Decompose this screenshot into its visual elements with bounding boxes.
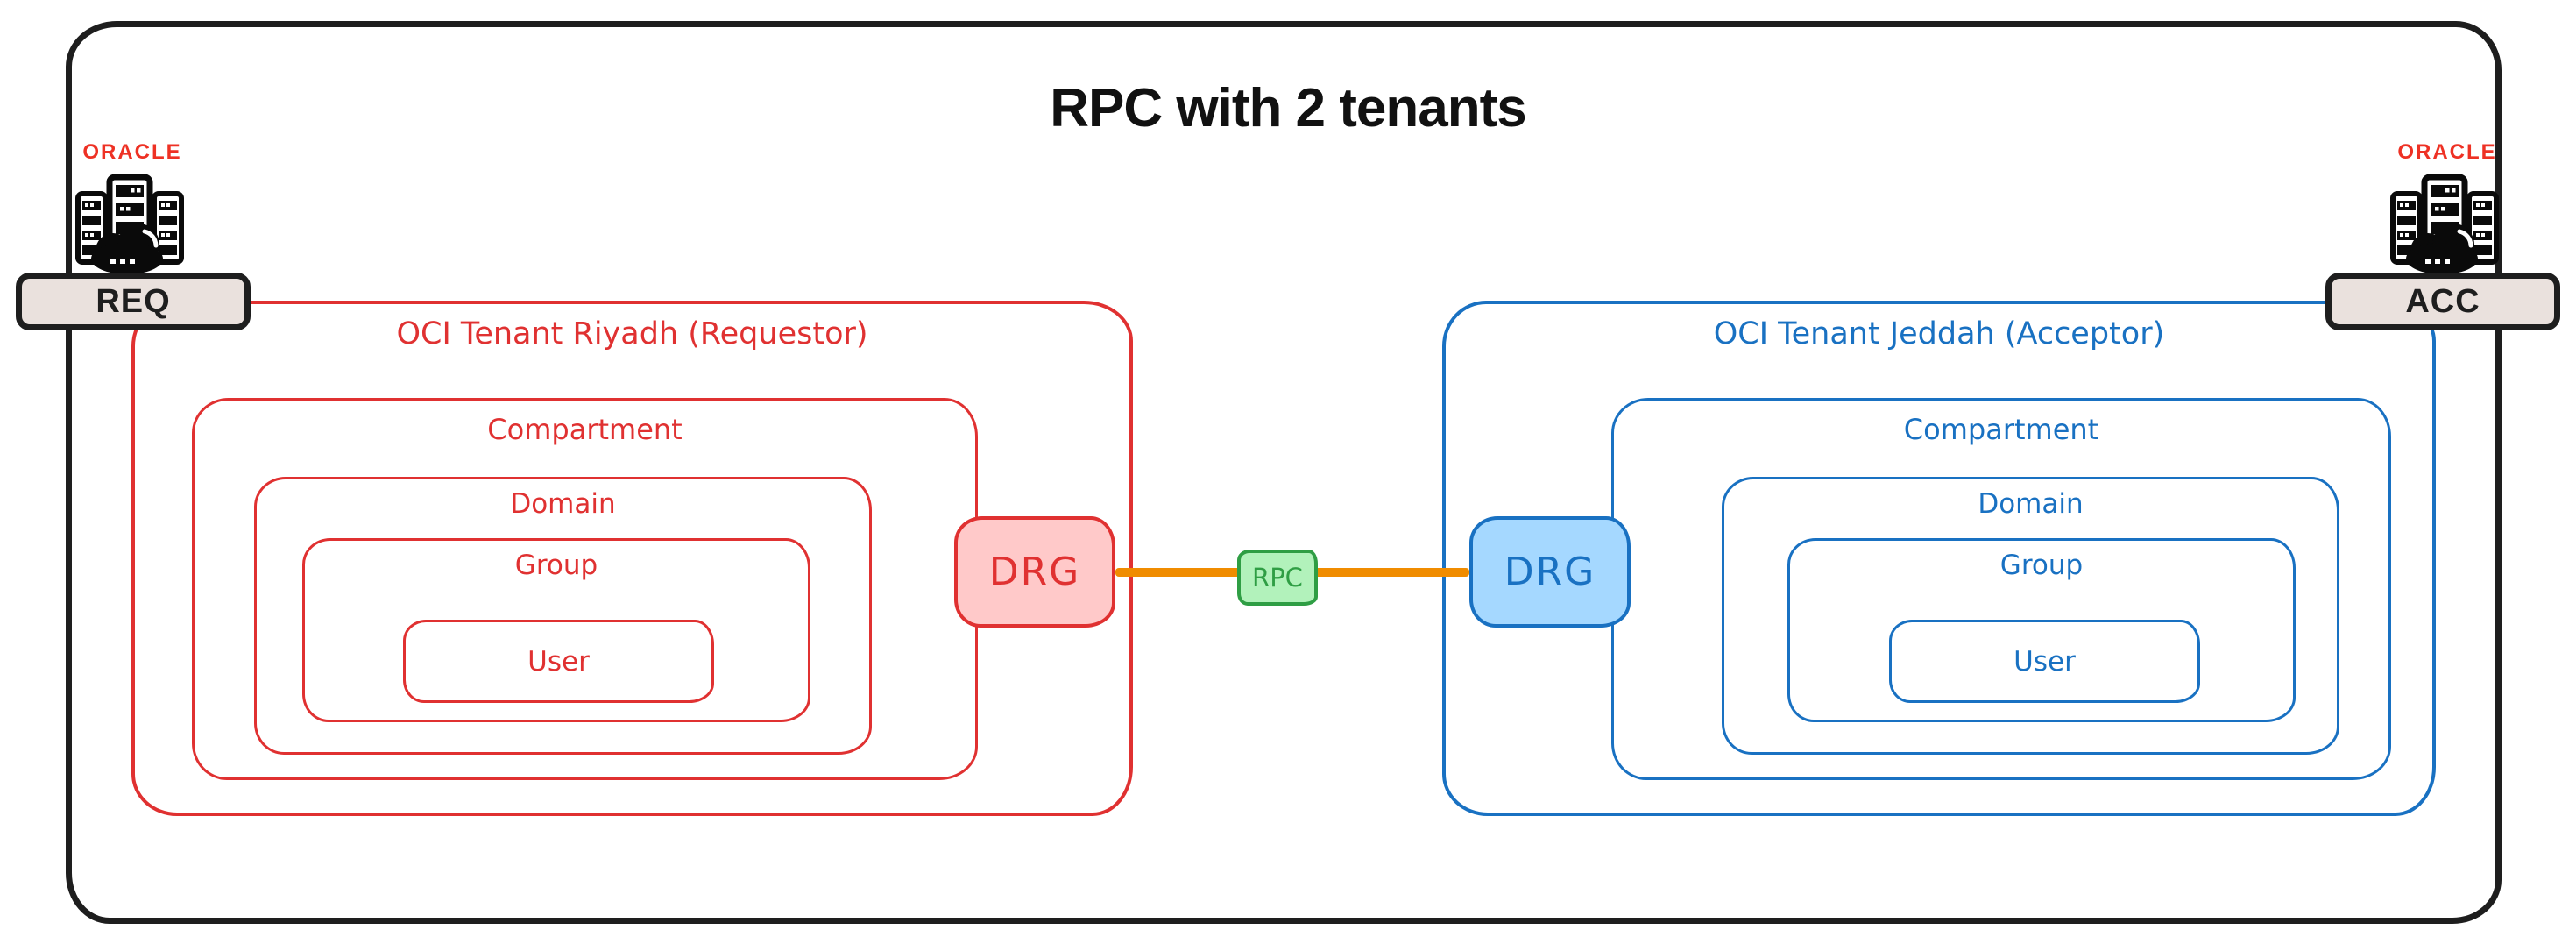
- group-label-jeddah: Group: [1999, 550, 2084, 581]
- user-box-jeddah: User: [1889, 620, 2200, 703]
- oracle-wordmark-left: ORACLE: [82, 140, 182, 164]
- compartment-label-riyadh: Compartment: [487, 413, 683, 446]
- domain-label-riyadh: Domain: [510, 488, 616, 520]
- tenant-label-riyadh: OCI Tenant Riyadh (Requestor): [396, 316, 868, 351]
- drg-node-requestor: DRG: [954, 516, 1115, 628]
- page-title: RPC with 2 tenants: [1050, 78, 1527, 138]
- domain-box-jeddah: Domain Group User: [1722, 477, 2339, 755]
- compartment-box-riyadh: Compartment Domain Group User: [192, 398, 978, 780]
- group-box-jeddah: Group User: [1787, 538, 2296, 722]
- domain-label-jeddah: Domain: [1978, 488, 2084, 520]
- domain-box-riyadh: Domain Group User: [254, 477, 872, 755]
- req-badge: REQ: [16, 273, 251, 330]
- tenant-label-jeddah: OCI Tenant Jeddah (Acceptor): [1713, 316, 2165, 351]
- group-box-riyadh: Group User: [302, 538, 810, 722]
- compartment-label-jeddah: Compartment: [1903, 413, 2099, 446]
- drg-node-acceptor: DRG: [1469, 516, 1631, 628]
- compartment-box-jeddah: Compartment Domain Group User: [1611, 398, 2391, 780]
- oracle-wordmark-right: ORACLE: [2397, 140, 2497, 164]
- oracle-cloud-datacenter-icon-right: [2390, 174, 2499, 274]
- group-label-riyadh: Group: [514, 550, 598, 581]
- outer-frame: [66, 21, 2502, 924]
- tenant-box-riyadh: OCI Tenant Riyadh (Requestor) Compartmen…: [131, 301, 1133, 816]
- acc-badge: ACC: [2325, 273, 2560, 330]
- rpc-connector-node: RPC: [1237, 550, 1318, 606]
- user-box-riyadh: User: [403, 620, 714, 703]
- oracle-cloud-datacenter-icon-left: [75, 174, 184, 274]
